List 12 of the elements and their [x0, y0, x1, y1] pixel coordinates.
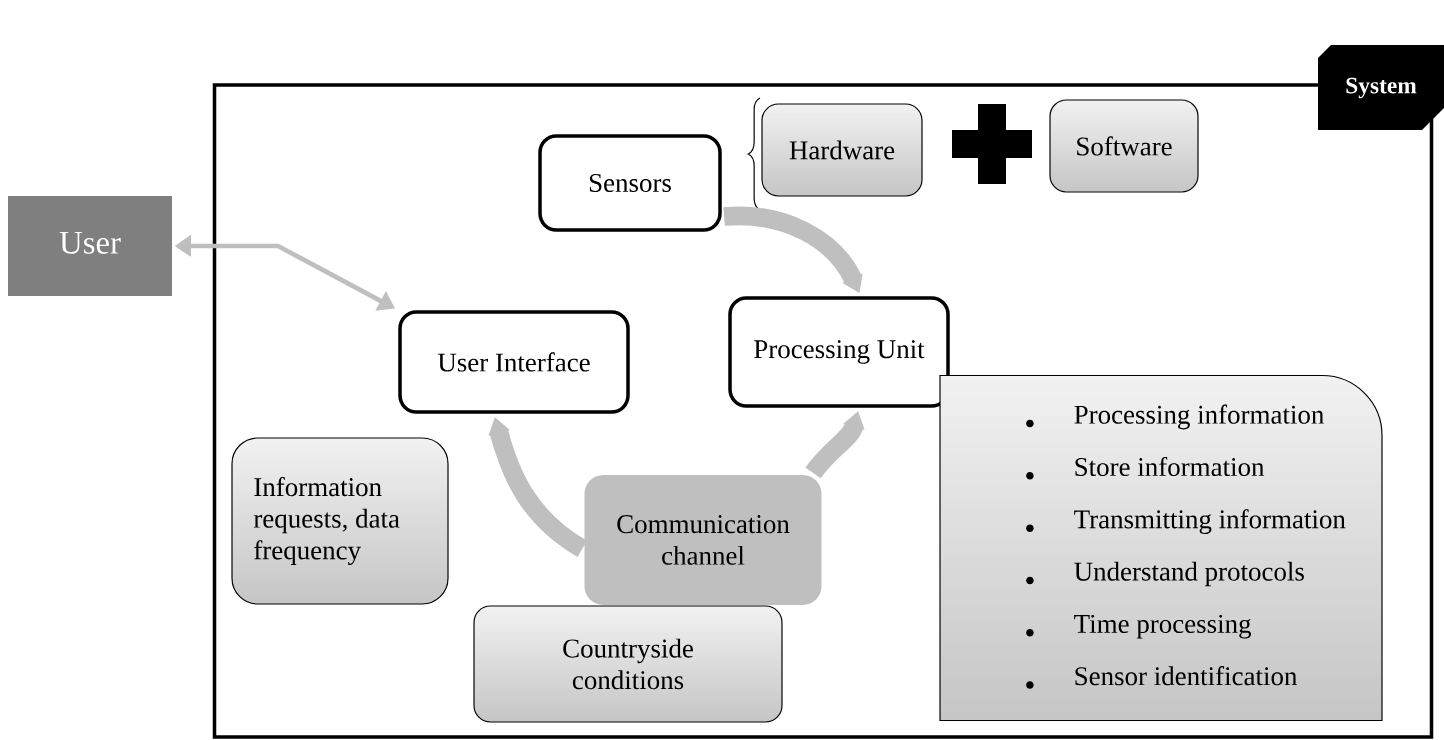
- feature-box: Software: [1049, 99, 1199, 193]
- component-box: Sensors: [538, 134, 722, 232]
- feature-box: Hardware: [761, 103, 923, 197]
- actor-box: User: [8, 196, 172, 296]
- channel-box: Communication channel: [584, 475, 822, 605]
- component-box: User Interface: [398, 310, 630, 414]
- system-tab: System: [1318, 45, 1444, 130]
- component-box: Processing Unit: [728, 296, 950, 408]
- bullet-list-box: Processing information Store information Transmitting information Understand protocols Time processing Sensor identification: [939, 374, 1383, 722]
- system-frame: [212, 45, 1444, 739]
- feature-box: Countryside conditions: [473, 605, 783, 723]
- note-box: Information requests, data frequency: [231, 437, 449, 605]
